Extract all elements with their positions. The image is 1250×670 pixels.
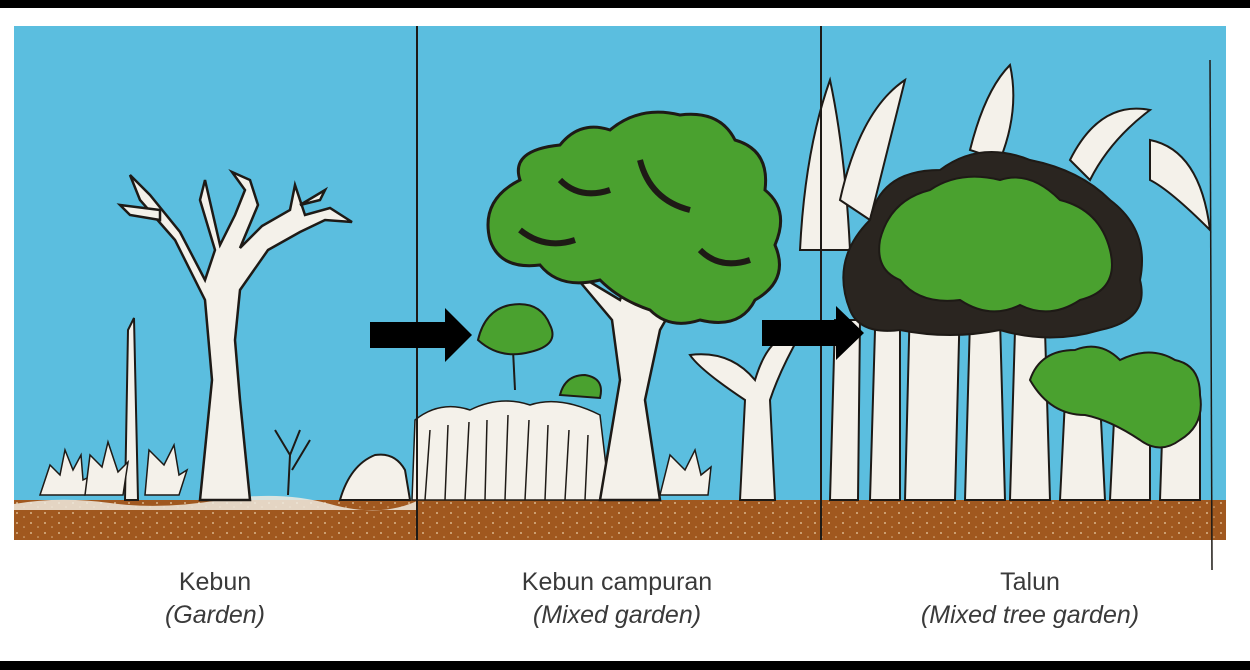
stage-label-garden: Kebun (Garden) xyxy=(50,566,380,632)
panel-mixed-tree-garden xyxy=(800,26,1226,570)
soil-layer xyxy=(418,500,821,540)
stage-translation: (Mixed tree garden) xyxy=(865,599,1195,632)
panel-garden xyxy=(14,26,417,540)
stage-label-mixed-garden: Kebun campuran (Mixed garden) xyxy=(452,566,782,632)
stage-name: Kebun campuran xyxy=(452,566,782,599)
panel-mixed-garden xyxy=(412,26,821,540)
stage-name: Kebun xyxy=(50,566,380,599)
stage-translation: (Mixed garden) xyxy=(452,599,782,632)
stage-label-mixed-tree-garden: Talun (Mixed tree garden) xyxy=(865,566,1195,632)
bottom-border xyxy=(0,661,1250,670)
stage-name: Talun xyxy=(865,566,1195,599)
soil-layer xyxy=(822,500,1226,540)
understory-illustration xyxy=(412,401,610,500)
stage-translation: (Garden) xyxy=(50,599,380,632)
